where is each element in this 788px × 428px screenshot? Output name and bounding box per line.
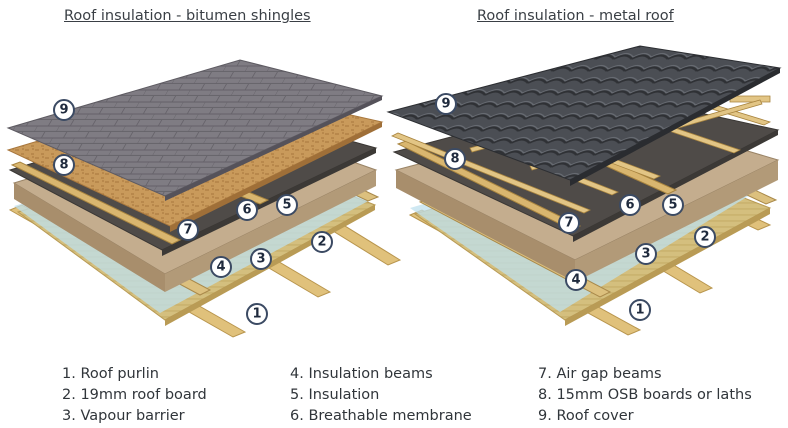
marker-right-1: 1 — [629, 299, 651, 321]
svg-text:2: 2 — [317, 235, 326, 250]
marker-left-6: 6 — [236, 199, 258, 221]
legend-item-roof-purlin: 1. Roof purlin — [62, 366, 159, 382]
legend-item-breathable-membrane: 6. Breathable membrane — [290, 408, 472, 424]
marker-right-8: 8 — [444, 148, 466, 170]
svg-text:6: 6 — [625, 198, 634, 213]
right-diagram — [386, 45, 782, 336]
marker-right-7: 7 — [558, 212, 580, 234]
marker-left-7: 7 — [177, 219, 199, 241]
svg-text:5: 5 — [282, 198, 291, 213]
right-diagram-title: Roof insulation - metal roof — [477, 8, 674, 24]
marker-left-3: 3 — [250, 248, 272, 270]
svg-text:3: 3 — [641, 247, 650, 262]
marker-right-5: 5 — [662, 194, 684, 216]
legend-item-osb-boards: 8. 15mm OSB boards or laths — [538, 387, 752, 403]
marker-left-5: 5 — [276, 194, 298, 216]
marker-left-8: 8 — [53, 154, 75, 176]
svg-text:4: 4 — [216, 260, 225, 275]
svg-text:6: 6 — [242, 203, 251, 218]
svg-text:1: 1 — [635, 303, 644, 318]
legend-item-air-gap-beams: 7. Air gap beams — [538, 366, 662, 382]
legend-item-roof-cover: 9. Roof cover — [538, 408, 634, 424]
svg-text:4: 4 — [571, 273, 580, 288]
legend-column-1: 1. Roof purlin 2. 19mm roof board 3. Vap… — [62, 364, 207, 427]
svg-text:8: 8 — [59, 158, 68, 173]
marker-left-1: 1 — [246, 303, 268, 325]
svg-text:3: 3 — [256, 252, 265, 267]
legend-column-2: 4. Insulation beams 5. Insulation 6. Bre… — [290, 364, 472, 427]
roof-diagrams: 9 8 7 6 5 4 3 2 1 9 8 7 6 5 4 3 2 1 — [6, 45, 782, 338]
marker-left-2: 2 — [311, 231, 333, 253]
marker-left-4: 4 — [210, 256, 232, 278]
marker-right-2: 2 — [694, 226, 716, 248]
svg-text:9: 9 — [441, 97, 450, 112]
legend-item-vapour-barrier: 3. Vapour barrier — [62, 408, 185, 424]
legend-item-roof-board: 2. 19mm roof board — [62, 387, 207, 403]
marker-left-9: 9 — [53, 99, 75, 121]
left-diagram-title: Roof insulation - bitumen shingles — [64, 8, 311, 24]
svg-text:7: 7 — [564, 216, 573, 231]
marker-right-4: 4 — [565, 269, 587, 291]
legend-item-insulation: 5. Insulation — [290, 387, 380, 403]
marker-right-9: 9 — [435, 93, 457, 115]
svg-text:1: 1 — [252, 307, 261, 322]
legend-column-3: 7. Air gap beams 8. 15mm OSB boards or l… — [538, 364, 752, 427]
legend-item-insulation-beams: 4. Insulation beams — [290, 366, 433, 382]
marker-right-3: 3 — [635, 243, 657, 265]
svg-text:2: 2 — [700, 230, 709, 245]
svg-text:7: 7 — [183, 223, 192, 238]
svg-text:8: 8 — [450, 152, 459, 167]
svg-text:9: 9 — [59, 103, 68, 118]
marker-right-6: 6 — [619, 194, 641, 216]
svg-text:5: 5 — [668, 198, 677, 213]
